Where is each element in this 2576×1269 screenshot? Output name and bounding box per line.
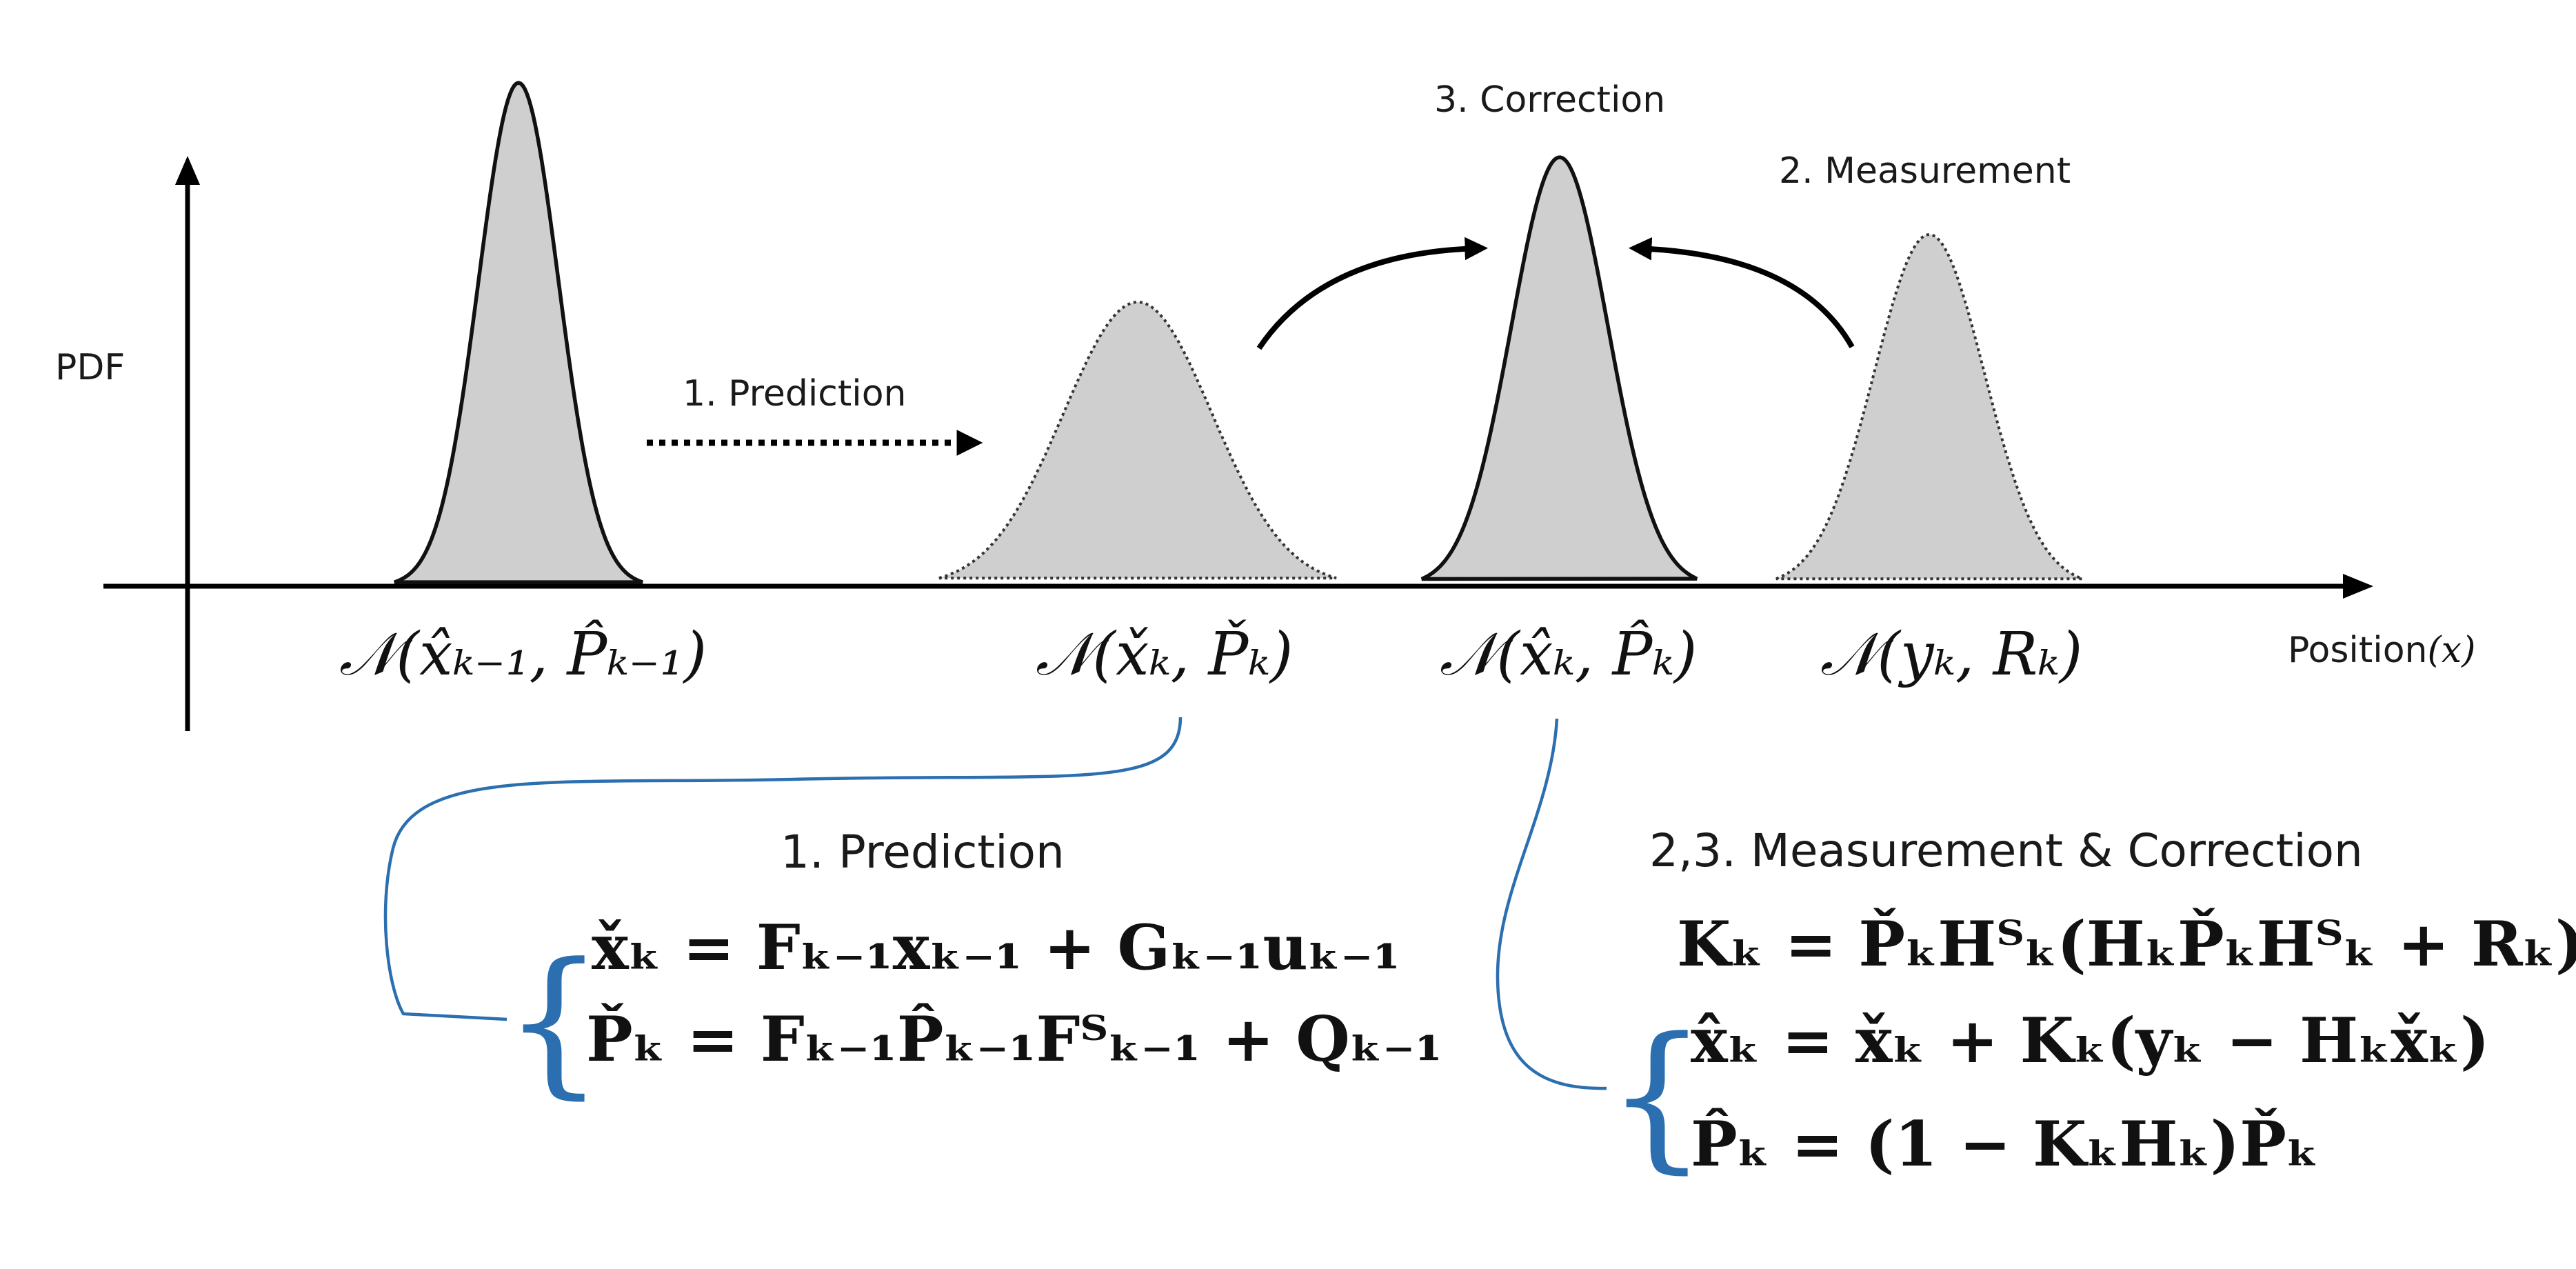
y-axis-label: PDF — [55, 347, 125, 388]
predicted-distribution-label: 𝒩(x̌ₖ, P̌ₖ) — [1036, 619, 1293, 689]
prediction-brace: { — [503, 930, 604, 1114]
connectors — [383, 717, 1607, 1090]
x-axis-arrowhead — [2343, 574, 2373, 599]
prediction-equations-block: 1. Prediction { x̌ₖ = Fₖ₋₁xₖ₋₁ + Gₖ₋₁uₖ₋… — [503, 826, 1442, 1114]
correction-block-title: 2,3. Measurement & Correction — [1649, 824, 2363, 877]
correction-connector-line — [1496, 718, 1607, 1090]
kalman-gain-equation: Kₖ = P̌ₖHᵀₖ(HₖP̌ₖHᵀₖ + Rₖ)⁻¹ — [1677, 908, 2576, 981]
y-axis-arrowhead — [175, 156, 200, 185]
measurement-gaussian-curve — [1775, 232, 2083, 581]
correction-from-prediction-arrow — [1256, 237, 1489, 350]
correction-step-label: 3. Correction — [1434, 79, 1665, 121]
x-axis-label: Position(x) — [2288, 630, 2475, 671]
prior-gaussian-curve — [394, 81, 643, 584]
measurement-distribution-label: 𝒩(yₖ, Rₖ) — [1820, 620, 2082, 689]
prediction-step-label: 1. Prediction — [683, 373, 906, 414]
prediction-block-title: 1. Prediction — [781, 826, 1065, 879]
corrected-distribution-label: 𝒩(x̂ₖ, P̂ₖ) — [1440, 619, 1697, 689]
gaussian-curves — [394, 81, 2083, 584]
correction-brace: { — [1607, 1004, 1707, 1188]
x-axis-label-word: Position — [2288, 630, 2427, 671]
prior-distribution-label: 𝒩(x̂ₖ₋₁, P̂ₖ₋₁) — [339, 619, 707, 689]
measurement-step-label: 2. Measurement — [1779, 150, 2071, 192]
distribution-labels: 𝒩(x̂ₖ₋₁, P̂ₖ₋₁) 𝒩(x̌ₖ, P̌ₖ) 𝒩(x̂ₖ, P̂ₖ) … — [339, 619, 2082, 689]
correction-equations-block: 2,3. Measurement & Correction Kₖ = P̌ₖHᵀ… — [1607, 824, 2576, 1188]
x-axis-label-variable: (x) — [2427, 630, 2475, 671]
axes: PDF Position(x) — [55, 156, 2475, 731]
step-arrows: 1. Prediction 3. Correction 2. Measureme… — [647, 79, 2071, 456]
predicted-gaussian-curve — [938, 300, 1337, 580]
corrected-state-equation: x̂ₖ = x̌ₖ + Kₖ(yₖ − Hₖx̌ₖ) — [1691, 1004, 2490, 1077]
correction-from-measurement-arrow — [1628, 237, 1855, 348]
prediction-state-equation: x̌ₖ = Fₖ₋₁xₖ₋₁ + Gₖ₋₁uₖ₋₁ — [592, 911, 1400, 984]
prediction-connector-line — [383, 717, 1183, 1021]
prediction-covariance-equation: P̌ₖ = Fₖ₋₁P̂ₖ₋₁Fᵀₖ₋₁ + Qₖ₋₁ — [586, 1003, 1442, 1076]
corrected-gaussian-curve — [1420, 155, 1698, 581]
corrected-covariance-equation: P̂ₖ = (1 − KₖHₖ)P̌ₖ — [1691, 1108, 2319, 1181]
